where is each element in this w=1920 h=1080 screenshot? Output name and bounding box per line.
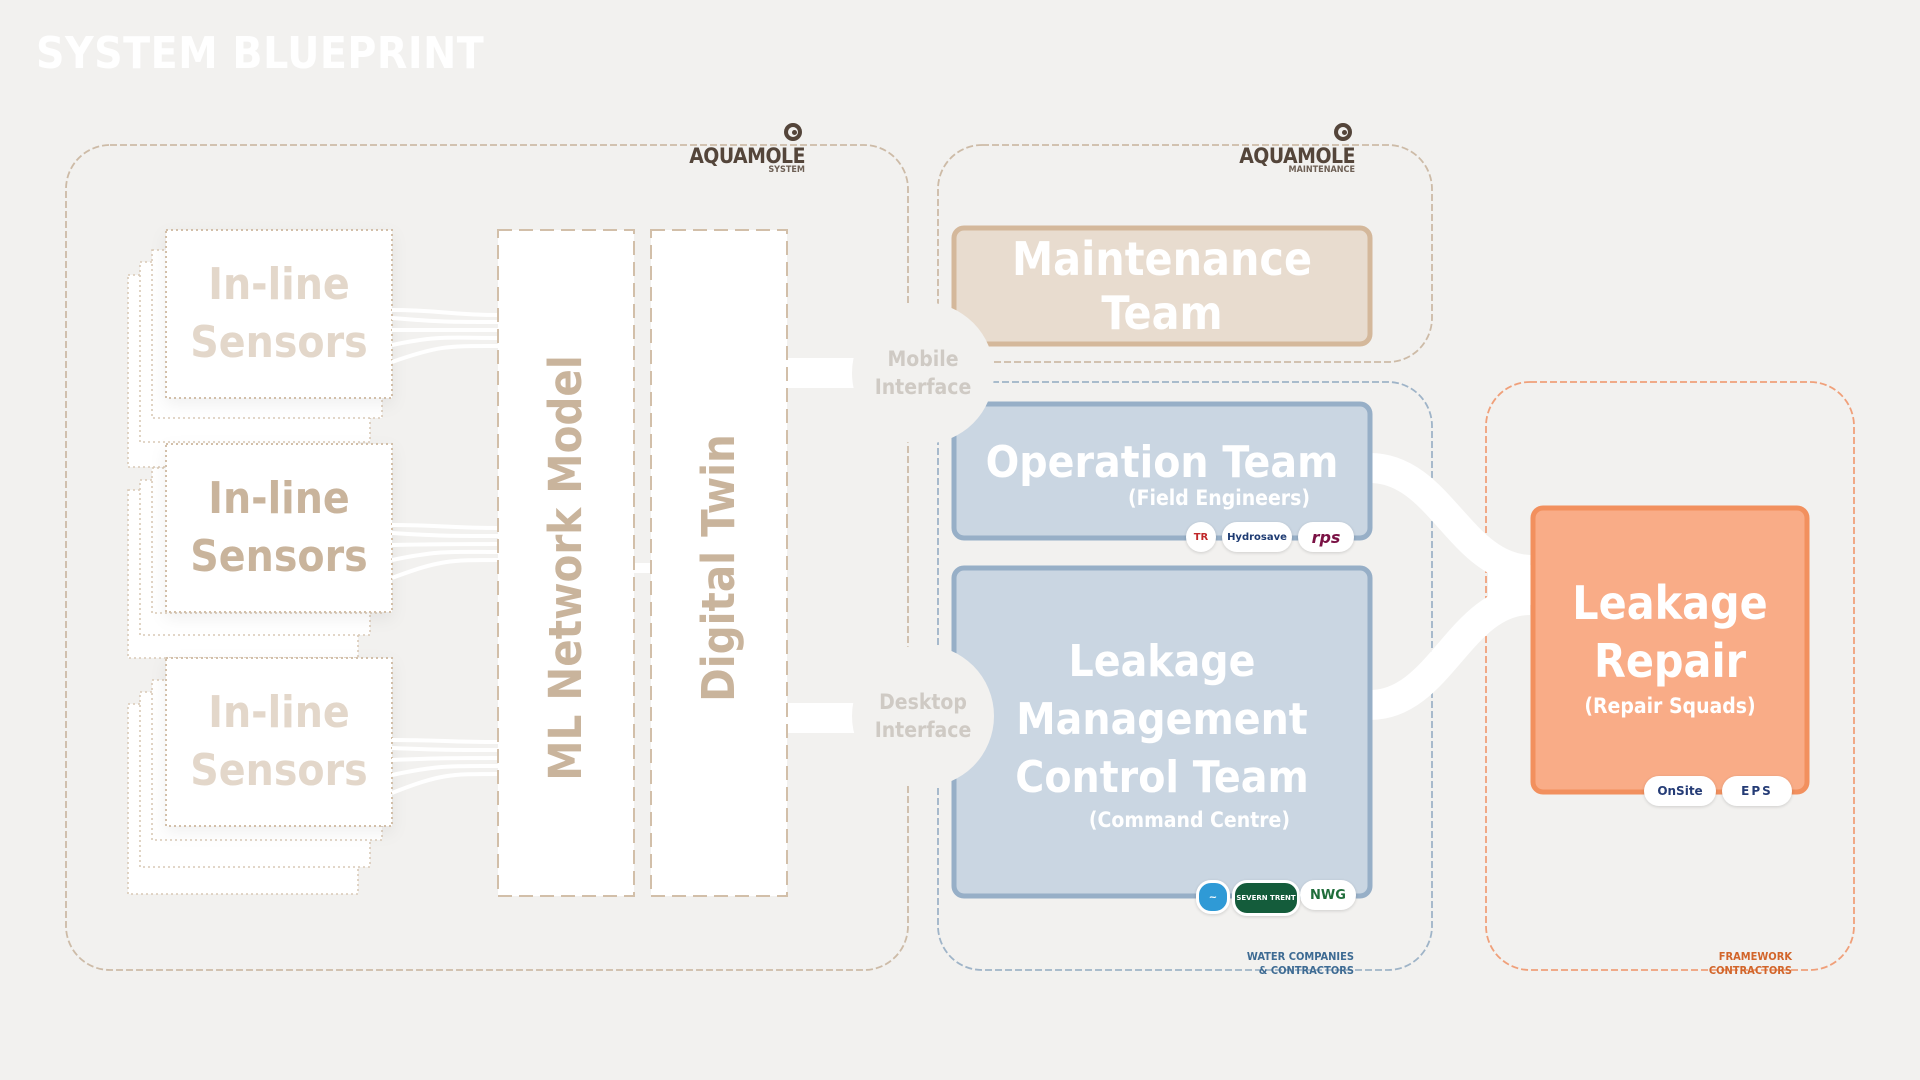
partner-logo-operation-3: rps (1298, 522, 1354, 552)
sensor-label-3: In-line Sensors (190, 687, 368, 796)
zone-maintenance-outline (937, 144, 1433, 363)
brand-subtitle: SYSTEM (768, 165, 805, 175)
zone-framework-outline (1485, 381, 1855, 971)
maintenance-team-title: Maintenance Team (1011, 232, 1313, 340)
ml-model-label: ML Network Model (539, 355, 592, 781)
aquamole-maintenance-brand: AQUAMOLE MAINTENANCE (1230, 120, 1355, 175)
leakage-control-title: Leakage Management Control Team (1015, 636, 1309, 803)
partner-logo-operation-2: Hydrosave (1222, 522, 1292, 552)
framework-contractors-caption: FRAMEWORK CONTRACTORS (1708, 950, 1792, 977)
page-title: SYSTEM BLUEPRINT (36, 28, 485, 79)
operation-team-box (951, 401, 1373, 541)
operation-team-subtitle: (Field Engineers) (1127, 486, 1310, 510)
maintenance-team-box (951, 225, 1373, 347)
brand-subtitle: MAINTENANCE (1288, 165, 1355, 175)
connector-bands (632, 358, 1532, 733)
partner-logo-operation-1: TR (1186, 522, 1216, 552)
desktop-interface-node: Desktop Interface (852, 645, 994, 787)
sensor-card-1 (165, 229, 393, 399)
partner-logo-control-2: SEVERN TRENT (1232, 880, 1300, 916)
sensor-card-2 (165, 443, 393, 613)
sensor-connector-lines (391, 308, 499, 795)
digital-twin-label: Digital Twin (692, 434, 745, 702)
mobile-interface-node: Mobile Interface (852, 302, 994, 444)
sensor-cards (165, 229, 393, 827)
partner-logo-repair-2: EPS (1722, 776, 1792, 806)
leakage-repair-subtitle: (Repair Squads) (1584, 694, 1756, 718)
partner-logo-repair-1: OnSite (1644, 776, 1716, 806)
mobile-interface-label: Mobile Interface (874, 347, 972, 399)
ml-model-panel (497, 229, 635, 897)
partner-logo-control-3: NWG (1300, 880, 1356, 910)
sensor-label-2: In-line Sensors (190, 473, 368, 582)
sensor-label-1: In-line Sensors (190, 259, 368, 368)
desktop-interface-label: Desktop Interface (874, 690, 972, 742)
leakage-repair-title: Leakage Repair (1572, 576, 1768, 688)
aquamole-eye-icon (784, 123, 802, 141)
partner-logo-control-1: ~ (1196, 880, 1230, 914)
digital-twin-panel (650, 229, 788, 897)
aquamole-system-brand: AQUAMOLE SYSTEM (680, 120, 805, 175)
operation-team-title: Operation Team (985, 436, 1339, 488)
water-companies-caption: WATER COMPANIES & CONTRACTORS (1246, 950, 1354, 977)
leakage-control-subtitle: (Command Centre) (1088, 808, 1290, 832)
aquamole-eye-icon (1334, 123, 1352, 141)
zone-system-outline (65, 144, 909, 971)
